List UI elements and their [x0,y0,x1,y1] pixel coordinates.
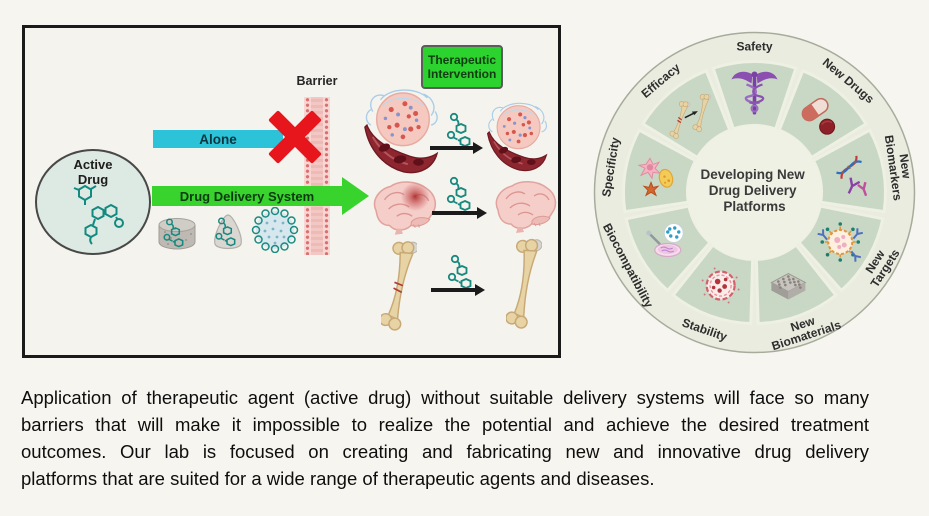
dds-arrow: Drug Delivery System [152,186,342,206]
treatment-arrow [431,284,485,295]
wheel-label-safety: Safety [736,40,772,54]
caption: Application of therapeutic agent (active… [21,384,869,492]
therapeutic-label-line1: Therapeutic [427,53,496,67]
bone-before-icon [381,238,417,332]
dds-arrow-head [342,177,369,215]
therapeutic-intervention-box: Therapeutic Intervention [421,45,503,89]
barrier-label: Barrier [296,74,338,88]
membrane-left-edge [304,97,311,255]
active-drug-circle [35,149,151,255]
tumor-after-icon [486,102,548,172]
brain-before-icon [373,181,437,236]
tumor-before-icon [363,89,439,174]
active-drug-molecules-icon [73,185,124,245]
treatment-arrow [432,207,487,218]
active-drug-label-line2: Drug [77,172,109,187]
drug-molecules-icon [446,176,471,211]
caption-line: Application of therapeutic agent (active… [21,387,869,408]
treatment-arrow [430,142,483,153]
caption-line: barriers that will make it impossible to… [21,414,869,435]
caption-line: platforms that are suited for a wide ran… [21,468,655,489]
wheel-center-text: Developing New Drug Delivery Platforms [700,167,808,214]
nanoparticle-cylinder-icon [158,218,196,250]
brain-after-icon [495,180,557,234]
bone-after-icon [506,236,542,330]
dds-label: Drug Delivery System [179,188,315,204]
membrane-right-edge [323,97,330,255]
alone-label: Alone [199,131,237,147]
therapeutic-label-line2: Intervention [427,67,497,81]
platform-wheel: Developing New Drug Delivery Platforms S… [593,31,916,354]
nanoparticle-sphere-icon [251,207,299,253]
active-drug-label: Active Drug [35,157,151,187]
caption-line: outcomes. Our lab is focused on creating… [21,441,869,462]
wheel-center-circle [687,125,822,260]
nanoparticle-triangle-icon [214,214,242,250]
alone-arrow: Alone [153,130,283,148]
active-drug-label-line1: Active [73,157,113,172]
drug-molecules-icon [447,254,472,289]
blocked-x-icon [267,109,323,165]
